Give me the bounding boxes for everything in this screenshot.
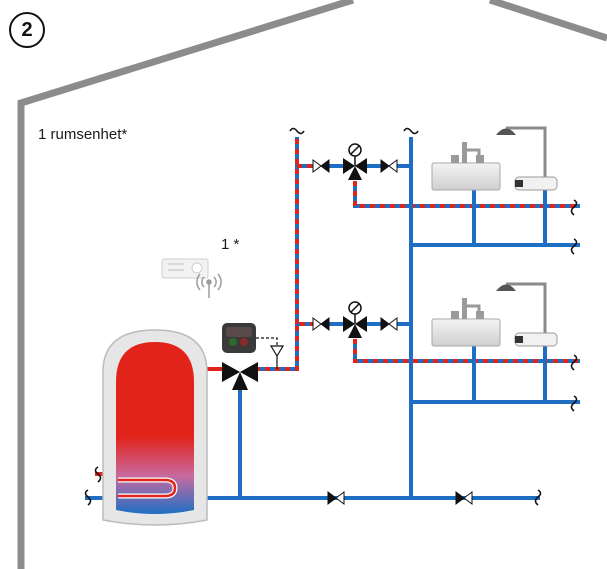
wireless-signal-icon — [196, 273, 222, 298]
check-valve-icon — [312, 317, 330, 331]
check-valve-icon — [327, 491, 345, 505]
house-outline — [17, 0, 607, 569]
check-valve-icon — [380, 159, 398, 173]
check-valve-icon — [380, 317, 398, 331]
upper-shower-icon — [496, 126, 558, 191]
lower-three-way-valve-icon — [343, 301, 367, 338]
upper-three-way-valve-icon — [343, 143, 367, 180]
hot-water-tank — [102, 329, 208, 526]
check-valves — [312, 159, 473, 505]
check-valve-icon — [312, 159, 330, 173]
lower-shower-icon — [496, 282, 558, 347]
diagram-number-badge: 2 — [9, 12, 45, 48]
check-valve-icon — [455, 491, 473, 505]
pipe-end-marks — [84, 127, 578, 506]
lower-sink-icon — [431, 298, 501, 347]
upper-sink-icon — [431, 142, 501, 191]
room-unit-device — [161, 258, 209, 279]
mixing-valve-icon — [222, 323, 285, 390]
room-unit-marker-label: 1 * — [221, 236, 240, 253]
room-unit-label: 1 rumsenhet* — [38, 126, 128, 143]
